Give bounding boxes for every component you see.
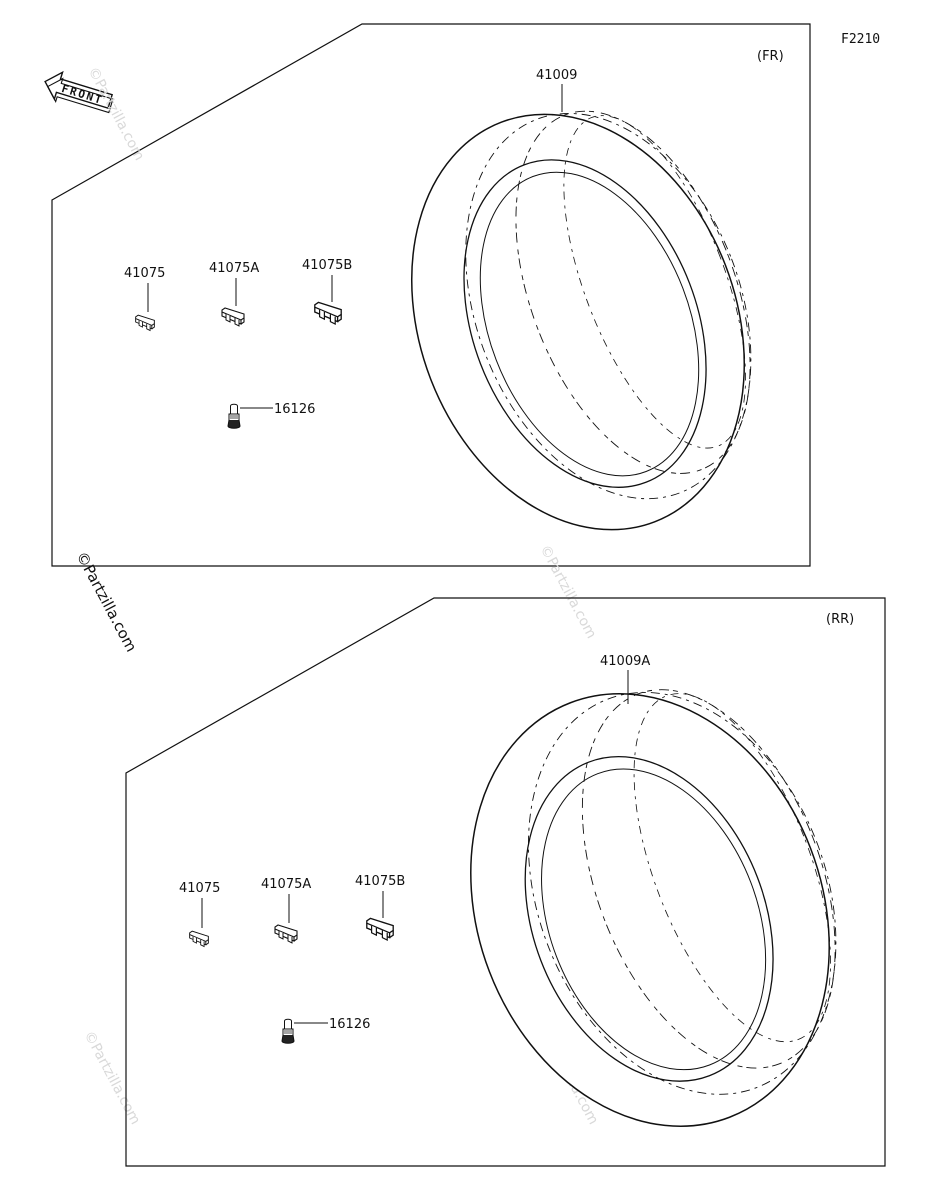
- watermark-faint-3: ©Partzilla.com: [80, 1028, 143, 1127]
- rear-weight-41075a[interactable]: 41075A: [261, 877, 311, 944]
- front-weight-41075a-label: 41075A: [209, 261, 259, 276]
- rear-tire[interactable]: [410, 638, 898, 1179]
- rear-weight-41075b-label: 41075B: [355, 874, 405, 889]
- front-weight-41075b[interactable]: 41075B: [302, 258, 352, 325]
- front-tire-part-number: 41009: [536, 68, 577, 83]
- front-valve-part-number: 16126: [274, 402, 315, 417]
- front-section-frame: [51, 23, 811, 567]
- watermark-faint-1: ©Partzilla.com: [84, 64, 147, 163]
- diagram-code: F2210: [841, 32, 880, 47]
- rear-section-tag: (RR): [826, 612, 854, 627]
- watermark: ©Partzilla.com: [72, 548, 140, 654]
- front-section-tag: (FR): [757, 49, 784, 64]
- rear-section: (RR) 41009A 41075 41075A 41075B: [125, 597, 898, 1179]
- front-weight-41075b-label: 41075B: [302, 258, 352, 273]
- rear-valve[interactable]: 16126: [281, 1017, 370, 1044]
- front-valve[interactable]: 16126: [227, 402, 315, 429]
- front-weight-41075-label: 41075: [124, 266, 165, 281]
- rear-valve-part-number: 16126: [329, 1017, 370, 1032]
- front-section: (FR) 41009 41075 41075A 41075B: [51, 23, 811, 579]
- watermark-faint-2: ©Partzilla.com: [536, 542, 599, 641]
- rear-section-frame: [125, 597, 886, 1167]
- front-tire[interactable]: [354, 63, 810, 579]
- rear-weight-41075-label: 41075: [179, 881, 220, 896]
- front-weight-41075a[interactable]: 41075A: [209, 261, 259, 327]
- rear-weight-41075[interactable]: 41075: [179, 881, 220, 947]
- rear-tire-part-number: 41009A: [600, 654, 650, 669]
- rear-weight-41075a-label: 41075A: [261, 877, 311, 892]
- rear-weight-41075b[interactable]: 41075B: [355, 874, 405, 941]
- front-weight-41075[interactable]: 41075: [124, 266, 165, 331]
